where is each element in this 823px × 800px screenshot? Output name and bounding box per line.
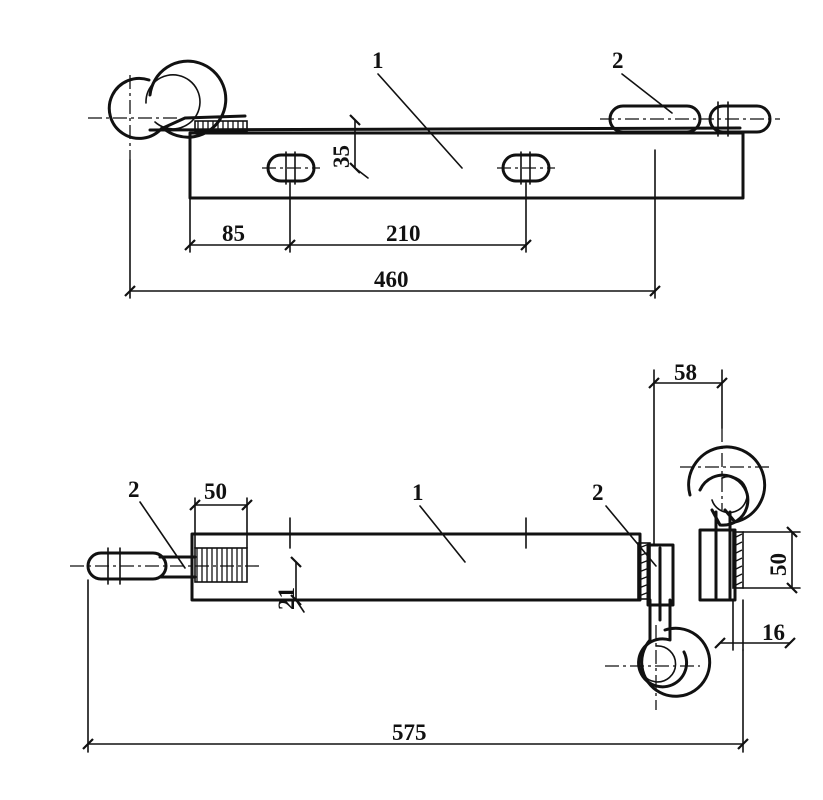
bottom-label-2-right: 2 [592,480,604,505]
bottom-dim-overall-text: 575 [392,720,427,745]
top-leader-1 [377,73,463,169]
top-left-weld [194,120,248,132]
bottom-leader-2-left [139,501,186,569]
bottom-view: 2 1 2 50 21 58 50 16 575 [70,360,801,753]
bottom-dim-weld-right-text: 50 [766,553,791,576]
bottom-label-2-left: 2 [128,477,140,502]
bottom-dim-gap-text: 16 [762,620,785,645]
top-dim-height: 35 [329,114,369,179]
top-hole-right [497,151,555,185]
top-view: 1 2 35 85 210 460 [88,48,780,299]
bottom-dim-thickness-text: 21 [274,587,299,610]
bottom-label-1: 1 [412,480,424,505]
top-label-1: 1 [372,48,384,73]
top-right-eyebolt [600,101,780,137]
bottom-dim-thickness-tail [295,599,305,613]
top-dim-height-text: 35 [329,145,354,168]
top-dim-offset-text: 85 [222,221,245,246]
top-dim-spacing-text: 210 [386,221,421,246]
bottom-bar-body [190,532,642,602]
top-left-hook [88,59,248,160]
bottom-dim-hook-offset-text: 58 [674,360,697,385]
bottom-leader-2-right [605,505,657,567]
top-label-2: 2 [612,48,624,73]
bottom-leader-1 [419,505,466,563]
bottom-left-eyebolt [70,547,260,585]
top-bar-edge [148,126,742,132]
top-leader-2 [621,73,673,114]
top-bar-body [188,131,745,200]
bottom-right-hook-assembly [605,428,770,710]
top-hole-left [262,151,320,185]
bottom-dim-weld-left-text: 50 [204,479,227,504]
top-dim-overall-text: 460 [374,267,409,292]
